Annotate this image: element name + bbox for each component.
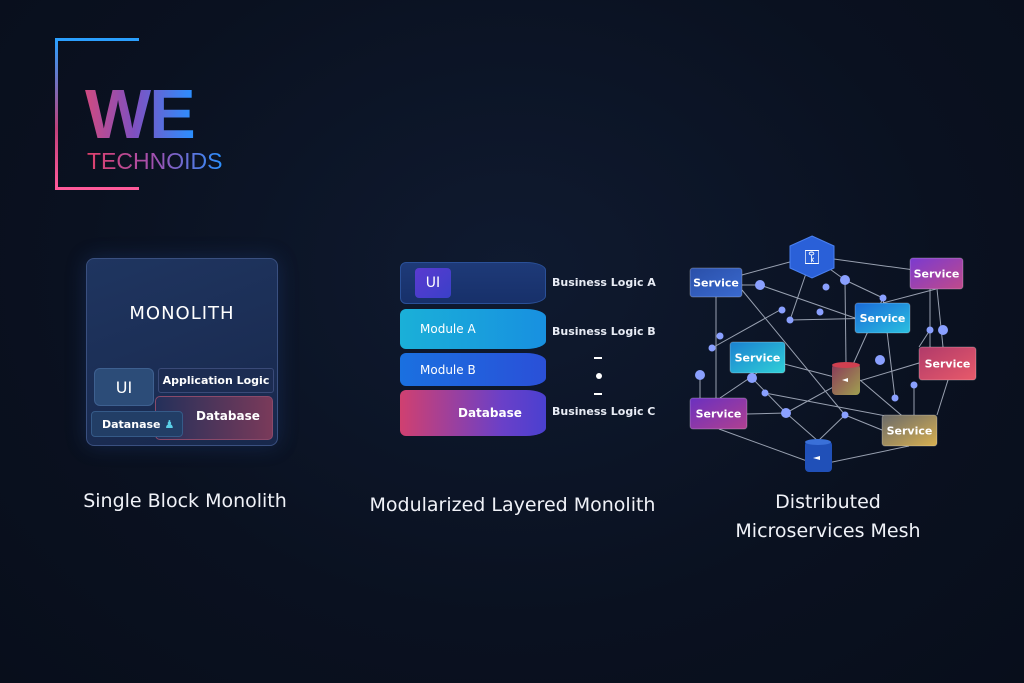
- monolith-datanase: Datanase♟: [91, 411, 183, 437]
- layer-label: Module A: [420, 322, 476, 336]
- mesh-node: [926, 326, 934, 334]
- mesh-node: [778, 306, 786, 314]
- mesh-node: [875, 355, 885, 365]
- monolith-caption: Single Block Monolith: [83, 490, 287, 512]
- mesh-node: [761, 389, 769, 397]
- mesh-caption-line1: Distributed: [775, 491, 881, 513]
- service-label: Service: [887, 425, 933, 438]
- service-label: Service: [693, 277, 739, 290]
- mesh-link: [844, 414, 883, 431]
- mesh-link: [817, 414, 846, 442]
- mesh-node: [786, 316, 794, 324]
- business-logic-c: Business Logic C: [552, 405, 656, 418]
- layer-ui-label: UI: [415, 268, 451, 298]
- database-cylinder-icon: [832, 362, 860, 395]
- logo: WE TECHNOIDS: [55, 38, 235, 194]
- service-node: Service: [881, 414, 938, 447]
- mesh-link: [759, 284, 856, 319]
- ellipsis-dash: [594, 393, 602, 395]
- mesh-node: [695, 370, 705, 380]
- monolith-block: MONOLITH Database UI Application Logic D…: [86, 258, 278, 446]
- service-label: Service: [914, 268, 960, 281]
- service-label: Service: [696, 408, 742, 421]
- gateway-hexagon-icon: [789, 235, 835, 279]
- mesh-node: [747, 373, 757, 383]
- mesh-node: [755, 280, 765, 290]
- mesh-link: [936, 288, 944, 348]
- mesh-node: [938, 325, 948, 335]
- layer-module-a: Module A: [400, 309, 546, 349]
- mesh-node: [708, 344, 716, 352]
- mesh-link: [746, 412, 787, 415]
- ellipsis-dot: [596, 373, 602, 379]
- layer-ui: UI: [400, 262, 546, 304]
- logo-main: WE: [85, 75, 196, 153]
- mesh-node: [879, 294, 887, 302]
- layered-caption: Modularized Layered Monolith: [369, 494, 656, 516]
- logo-frame: [55, 38, 139, 190]
- monolith-ui: UI: [94, 368, 154, 406]
- mesh-link: [817, 445, 910, 466]
- business-logic-a: Business Logic A: [552, 276, 656, 289]
- mesh-link: [882, 288, 937, 304]
- service-node: Service: [909, 257, 964, 290]
- layer-module-b: Module B: [400, 353, 546, 386]
- service-node: Service: [854, 302, 911, 334]
- mesh-link: [936, 379, 949, 416]
- gateway-glyph-icon: ⚿: [804, 245, 819, 269]
- layer-database: Database: [400, 390, 546, 436]
- service-label: Service: [860, 312, 906, 325]
- mesh-node: [910, 381, 918, 389]
- monolith-title: MONOLITH: [129, 303, 235, 324]
- mesh-link: [844, 279, 884, 299]
- monolith-app-logic: Application Logic: [158, 368, 274, 393]
- service-node: Service: [689, 397, 748, 430]
- mesh-caption-line2: Microservices Mesh: [735, 520, 921, 542]
- ellipsis-dash: [594, 357, 602, 359]
- service-node: Service: [729, 341, 786, 374]
- mesh-caption: Distributed Microservices Mesh: [690, 488, 966, 546]
- mesh-link: [764, 392, 908, 421]
- user-icon: ♟: [164, 417, 175, 431]
- mesh-link: [859, 379, 908, 421]
- mesh-link: [741, 289, 846, 416]
- mesh-link: [751, 377, 787, 414]
- layer-label: Module B: [420, 362, 476, 377]
- mesh-node: [716, 332, 724, 340]
- mesh-link: [844, 279, 847, 365]
- service-label: Service: [735, 352, 781, 365]
- mesh-node: [841, 411, 849, 419]
- mesh-link: [711, 309, 781, 349]
- mesh-node: [816, 308, 824, 316]
- mesh-link: [718, 428, 819, 466]
- mesh-node: [781, 408, 791, 418]
- datanase-label: Datanase: [102, 417, 161, 431]
- logo-sub: TECHNOIDS: [87, 148, 223, 174]
- service-label: Service: [925, 358, 971, 371]
- service-node: Service: [918, 346, 977, 381]
- service-node: Service: [689, 267, 743, 298]
- mesh-node: [891, 394, 899, 402]
- mesh-link: [785, 412, 819, 442]
- database-cylinder-icon: [805, 439, 832, 472]
- business-logic-b: Business Logic B: [552, 325, 656, 338]
- mesh-node: [822, 283, 830, 291]
- mesh-node: [840, 275, 850, 285]
- layer-label: Database: [458, 406, 522, 420]
